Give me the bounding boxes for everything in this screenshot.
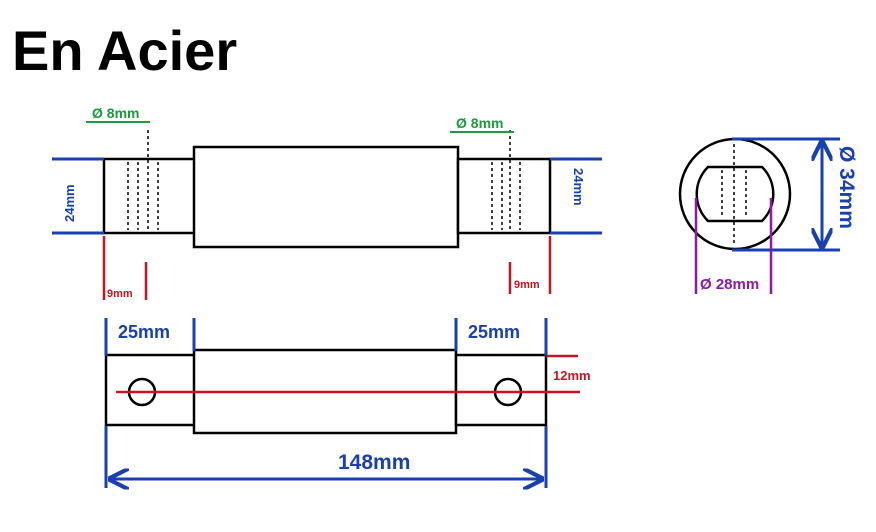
top-left-end (102, 157, 198, 235)
offset-left-label: 9mm (107, 288, 133, 300)
top-view: 24mm 24mm Ø 8mm Ø 8mm 9mm 9mm (52, 105, 602, 300)
end-view: Ø 34mm Ø 28mm (678, 137, 858, 294)
height-right-label: 24mm (571, 168, 586, 206)
page-title: En Acier (12, 19, 237, 82)
end-flat-profile (695, 165, 775, 223)
end-right-label: 25mm (468, 322, 520, 342)
end-left-label: 25mm (118, 322, 170, 342)
thickness-label: 12mm (553, 368, 591, 383)
outer-dia-label: Ø 34mm (835, 146, 858, 229)
height-left-label: 24mm (62, 184, 77, 222)
hole-right-label: Ø 8mm (456, 115, 503, 131)
top-center-body (192, 145, 460, 249)
top-right-end (456, 157, 552, 235)
side-view: 12mm 25mm 25mm 148mm (104, 318, 591, 488)
hole-left-label: Ø 8mm (92, 105, 139, 121)
total-length-label: 148mm (338, 451, 410, 474)
inner-dia-label: Ø 28mm (700, 276, 759, 293)
offset-right-label: 9mm (514, 279, 540, 291)
